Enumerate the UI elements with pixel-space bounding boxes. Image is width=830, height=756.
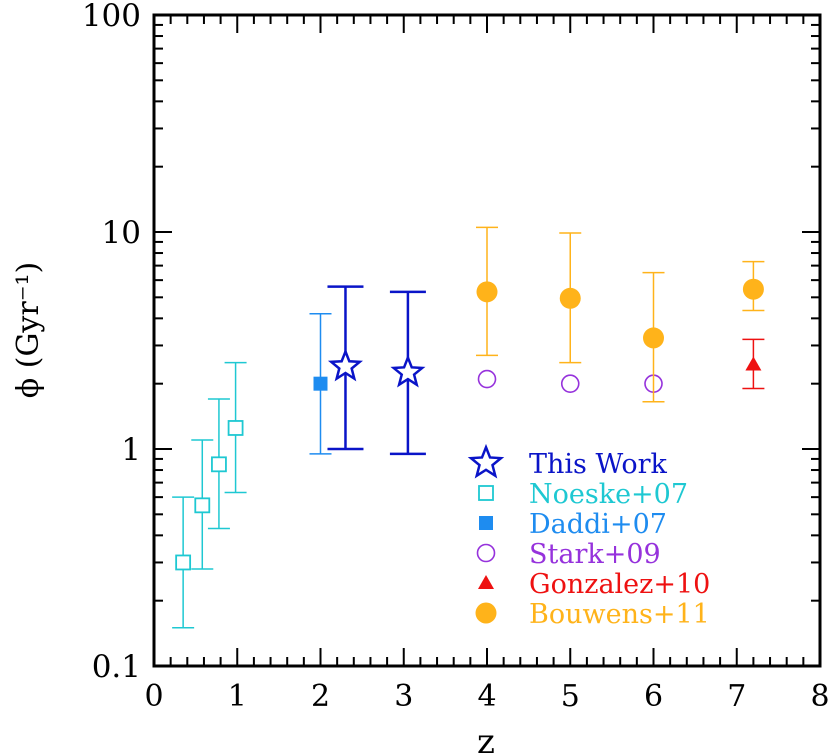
series-daddi-07 [309,313,332,455]
legend-label-this-work: This Work [529,449,668,480]
x-axis-label: z [477,722,495,756]
x-tick-label: 8 [810,679,829,714]
data-point [559,287,581,309]
data-point [476,281,498,303]
series-noeske-07 [172,361,247,629]
x-tick-label: 5 [561,679,580,714]
y-axis-label: ϕ (Gyr⁻¹) [11,262,46,399]
x-tick-label: 6 [644,679,663,714]
data-point [211,456,227,473]
x-tick-label: 3 [394,679,413,714]
y-tick-label: 100 [82,0,141,34]
data-point [390,354,426,388]
legend: This WorkNoeske+07Daddi+07Stark+09Gonzal… [467,443,710,630]
data-point [327,348,363,382]
data-point [742,278,764,300]
data-point [227,420,244,436]
plot-marks [172,226,765,629]
series-stark-09 [477,369,663,393]
y-tick-label: 10 [102,215,141,251]
legend-label-gonzalez-10: Gonzalez+10 [529,569,710,600]
y-tick-label: 1 [121,432,141,468]
x-tick-label: 4 [477,679,496,714]
legend-marker-bouwens-11 [475,602,497,624]
data-point [313,376,328,391]
series-gonzalez-10 [742,338,765,390]
legend-marker-noeske-07 [478,485,494,501]
legend-marker-this-work [467,443,505,479]
x-tick-label: 2 [311,679,330,714]
data-point [643,327,664,349]
series-bouwens-11 [476,226,765,403]
data-point [560,374,580,393]
y-tick-label: 0.1 [92,649,141,685]
legend-marker-daddi-07 [479,516,493,530]
legend-label-stark-09: Stark+09 [529,539,661,570]
legend-label-bouwens-11: Bouwens+11 [529,599,710,630]
series-this-work [327,285,426,456]
data-point [175,554,192,571]
x-tick-label: 1 [228,679,247,714]
data-point [745,356,762,371]
plot-axes: 0 1 2 3 4 5 6 7 8 0.1 1 10 100 [82,0,830,714]
data-point [194,497,211,514]
x-tick-label: 7 [727,679,746,714]
legend-marker-gonzalez-10 [478,575,494,589]
legend-label-noeske-07: Noeske+07 [529,479,688,510]
data-point [477,369,497,389]
legend-marker-stark-09 [476,543,496,563]
x-tick-label: 0 [144,679,163,714]
legend-label-daddi-07: Daddi+07 [529,509,667,540]
